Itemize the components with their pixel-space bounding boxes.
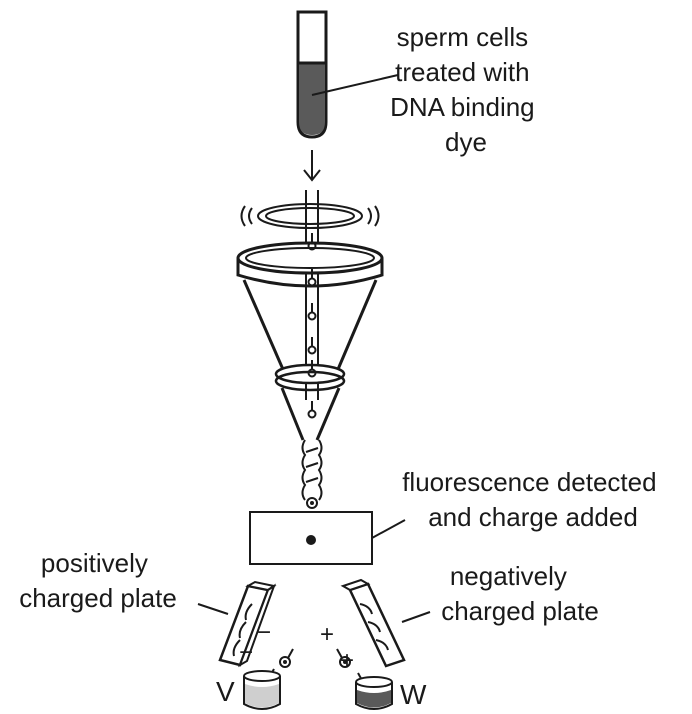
- tube-v-liquid: [245, 684, 279, 708]
- positive-plate-label: positively charged plate: [19, 548, 177, 613]
- sample-test-tube: [296, 10, 328, 139]
- svg-text:+: +: [340, 647, 354, 674]
- detector-box: [249, 511, 373, 565]
- detected-cell: [306, 535, 316, 545]
- positive-plate: [218, 580, 277, 668]
- collection-tube-v: [243, 670, 281, 710]
- detector-label: fluorescence detected and charge added: [402, 467, 664, 532]
- svg-text:+: +: [320, 621, 334, 648]
- collection-tube-w: [355, 676, 393, 710]
- detector-leader-line: [371, 519, 406, 539]
- vibrating-ring: [240, 203, 380, 229]
- svg-text:−: −: [257, 619, 271, 646]
- sample-label: sperm cells treated with DNA binding dye: [390, 22, 542, 157]
- cells-in-channel: [307, 233, 317, 419]
- tube-w-label: W: [400, 679, 427, 710]
- negative-plate: [340, 578, 406, 668]
- positive-droplet-upper: +: [320, 621, 351, 668]
- flow-arrow: [303, 150, 321, 182]
- tube-v-label: V: [216, 676, 235, 707]
- negative-droplet-upper: −: [257, 619, 294, 668]
- tube-w-liquid: [357, 690, 391, 708]
- svg-text:−: −: [239, 639, 253, 666]
- negative-plate-leader: [401, 611, 431, 623]
- droplet-stream: [301, 439, 323, 509]
- positive-plate-leader: [197, 603, 229, 615]
- sample-liquid: [299, 63, 325, 135]
- sample-leader-line: [311, 74, 399, 96]
- negative-plate-label: negatively charged plate: [441, 561, 599, 626]
